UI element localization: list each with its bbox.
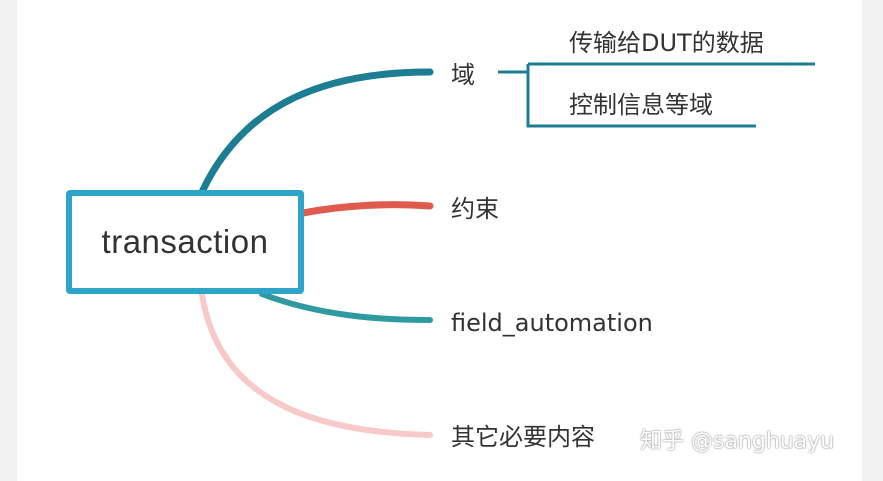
branch-constraint-label[interactable]: 约束 — [451, 195, 499, 223]
leaf-control-info-label[interactable]: 控制信息等域 — [569, 91, 713, 119]
root-node[interactable]: transaction — [66, 190, 304, 294]
edge-root-to-field-automation — [259, 291, 433, 323]
edge-domain-bracket — [526, 62, 815, 128]
leaf-data-to-dut-label[interactable]: 传输给DUT的数据 — [569, 29, 764, 57]
watermark-text: 知乎 @sanghuayu — [640, 429, 835, 454]
branch-other-content-label[interactable]: 其它必要内容 — [451, 423, 595, 451]
branch-domain-label[interactable]: 域 — [451, 61, 475, 89]
edge-root-to-domain — [198, 68, 434, 196]
edge-root-to-constraint — [299, 201, 434, 217]
branch-field-automation-label[interactable]: field_automation — [451, 309, 653, 337]
root-node-label: transaction — [101, 223, 269, 260]
edge-root-to-other-content — [199, 291, 433, 438]
